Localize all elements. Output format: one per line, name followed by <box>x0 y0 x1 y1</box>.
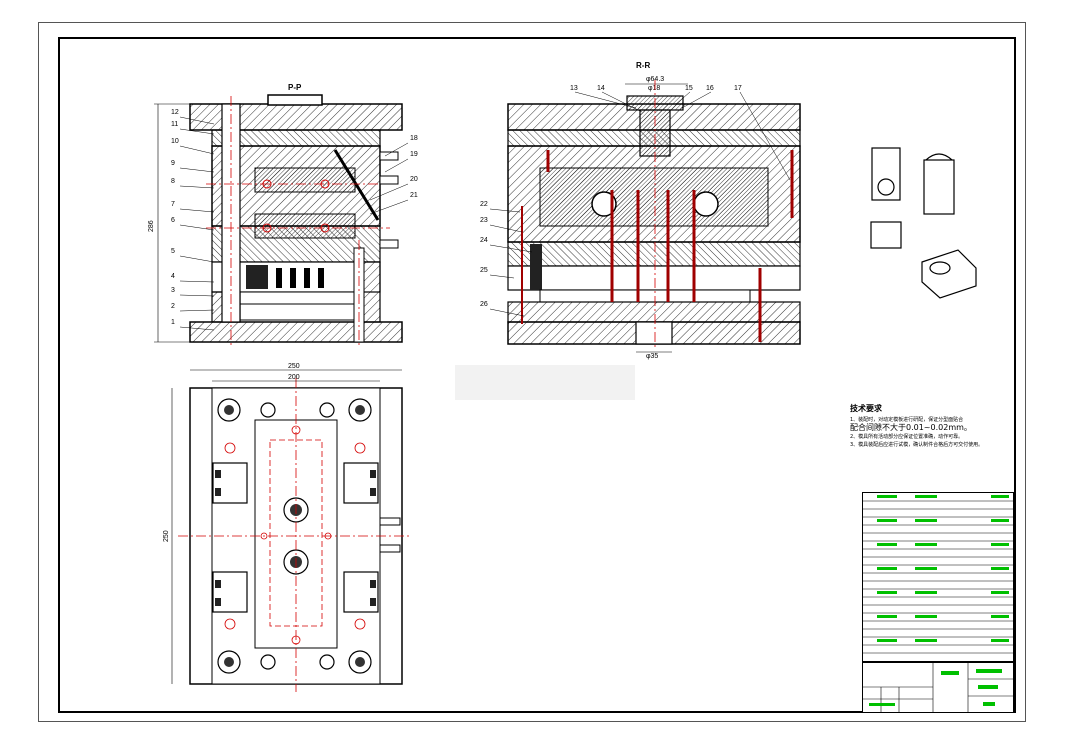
part-label: 10 <box>171 138 179 145</box>
pp-part-labels: 12 11 10 9 8 7 6 5 4 3 2 1 18 19 20 21 <box>171 109 418 331</box>
drawing-sheet-border <box>38 22 1026 722</box>
dim-dia-64: φ64.3 <box>646 76 664 83</box>
tech-note-line: 配合间隙不大于0.01~0.02mm。 <box>850 423 972 432</box>
part-label: 5 <box>171 248 175 255</box>
drawing-frame <box>58 37 1016 713</box>
dim-height-286: 286 <box>148 220 155 232</box>
rr-part-labels: 13 14 15 16 17 22 23 24 25 26 <box>480 85 791 317</box>
part-label: 18 <box>410 135 418 142</box>
part-label: 8 <box>171 178 175 185</box>
part-label: 12 <box>171 109 179 116</box>
bom-rows <box>863 495 1013 654</box>
part-label: 1 <box>171 319 175 326</box>
dim-dia-18: φ18 <box>648 85 660 92</box>
part-label: 3 <box>171 287 175 294</box>
title-block <box>862 662 1014 713</box>
part-label: 17 <box>734 85 742 92</box>
part-label: 13 <box>570 85 578 92</box>
part-label: 4 <box>171 273 175 280</box>
part-label: 14 <box>597 85 605 92</box>
part-label: 9 <box>171 160 175 167</box>
tech-notes-heading: 技术要求 <box>850 404 882 413</box>
section-pp-title: P-P <box>288 83 302 92</box>
part-label: 20 <box>410 176 418 183</box>
part-label: 11 <box>171 121 178 128</box>
tech-note-line: 3、模具装配后应进行试模，确认制件合格后方可交付使用。 <box>850 442 984 448</box>
part-label: 22 <box>480 201 488 208</box>
tech-note-line: 2、模具所有活动部分应保证位置准确，动作可靠。 <box>850 433 964 440</box>
title-block-grid <box>863 663 1013 712</box>
part-label: 26 <box>480 301 488 308</box>
part-label: 19 <box>410 151 418 158</box>
technical-requirements: 技术要求 1、装配时，对动定模板进行研配，保证分型面贴合 配合间隙不大于0.01… <box>850 404 1020 450</box>
dim-width-250: 250 <box>288 363 300 370</box>
tech-note-line: 1、装配时，对动定模板进行研配，保证分型面贴合 <box>850 416 964 423</box>
part-label: 21 <box>410 192 418 199</box>
part-label: 7 <box>171 201 175 208</box>
dim-height-250: 250 <box>163 530 170 542</box>
scan-artifact <box>455 365 635 400</box>
dim-width-200: 200 <box>288 374 300 381</box>
plan-view: 250 200 250 <box>163 363 412 692</box>
part-label: 24 <box>480 237 488 244</box>
part-label: 16 <box>706 85 714 92</box>
part-label: 2 <box>171 303 175 310</box>
part-label: 15 <box>685 85 693 92</box>
section-rr-view: R-R φ64.3 φ18 <box>507 61 801 360</box>
dim-dia-35: φ35 <box>646 353 658 360</box>
part-label: 23 <box>480 217 488 224</box>
part-label: 25 <box>480 267 488 274</box>
part-detail-views <box>870 147 977 299</box>
part-label: 6 <box>171 217 175 224</box>
section-rr-title: R-R <box>636 61 650 70</box>
section-pp-view: P-P <box>148 83 403 348</box>
bill-of-materials-table <box>862 492 1014 662</box>
